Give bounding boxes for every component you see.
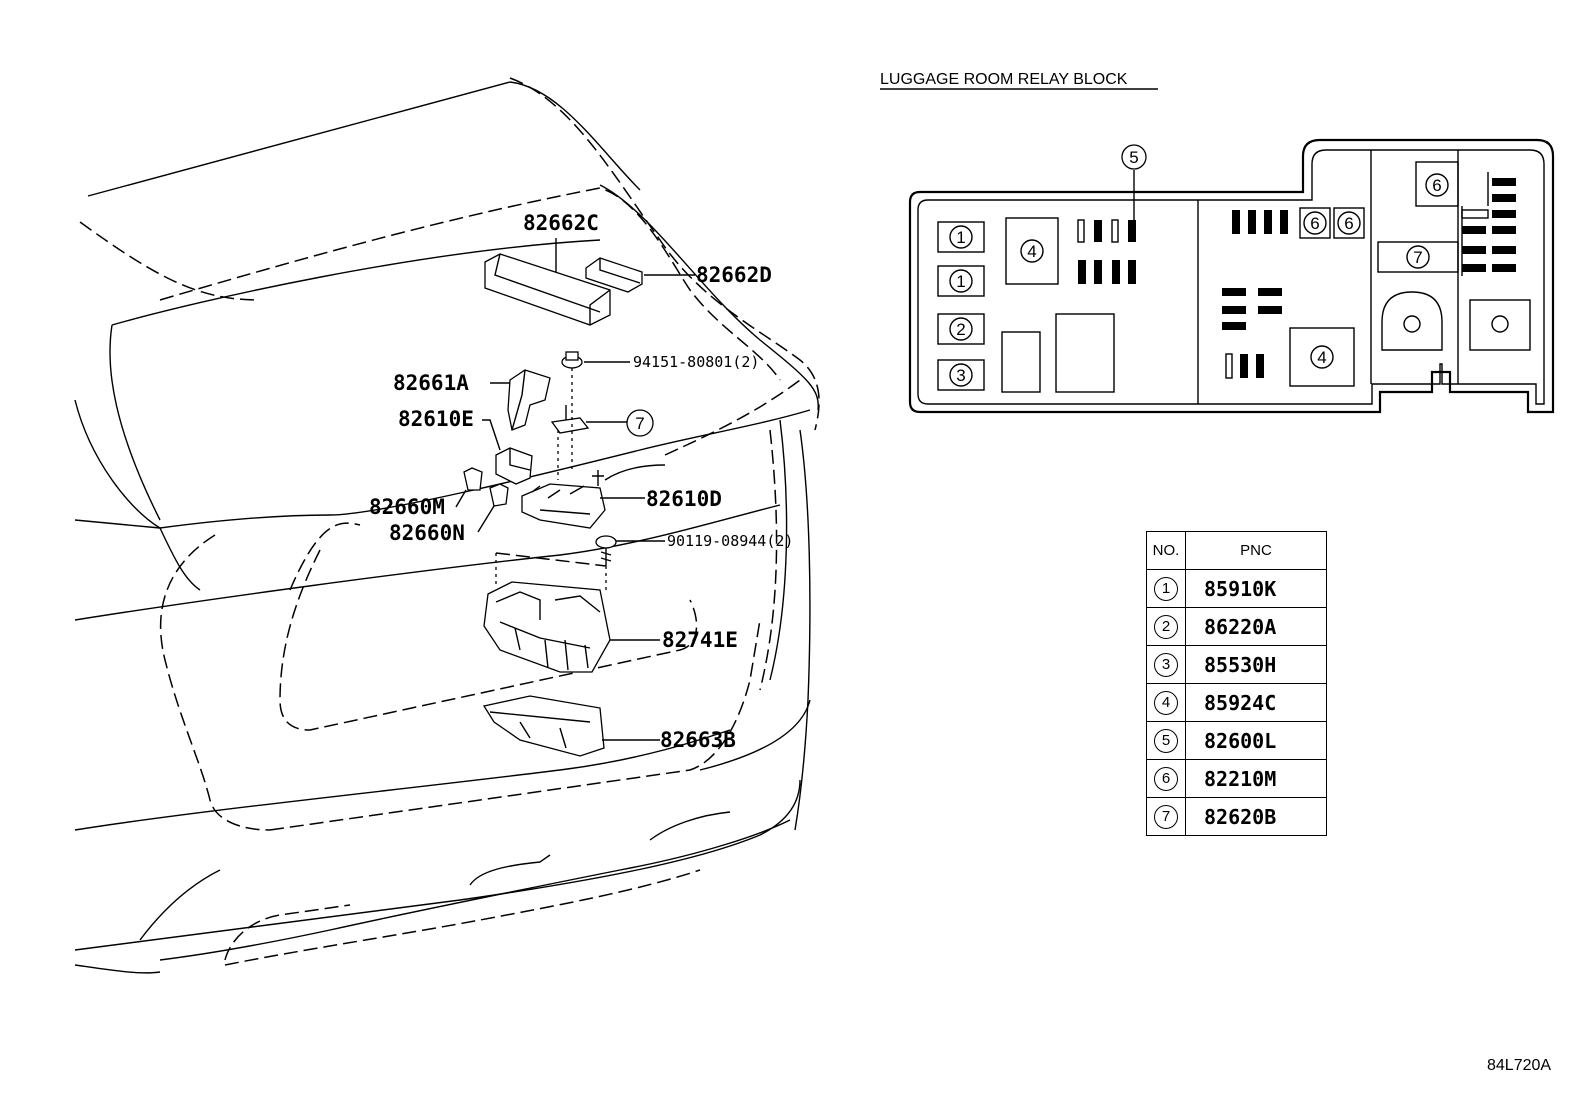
callout-labels: 82662C 82662D 94151-80801(2) 82661A 8261… [369,211,793,752]
stud-part-7 [550,405,590,434]
ref-circle-7 [626,409,654,437]
row-pnc: 82620B [1185,797,1327,836]
label-6c: 6 [1432,176,1441,195]
table-header-row: NO. PNC [1146,531,1327,570]
row-number: 7 [1154,804,1178,829]
label-7: 7 [1413,248,1422,267]
row-pnc: 82210M [1185,759,1327,798]
row-number: 6 [1154,766,1178,791]
relay-block-case-82741E [483,581,611,673]
connector-82610E [495,447,533,485]
row-pnc: 86220A [1185,607,1327,646]
row-pnc: 85924C [1185,683,1327,722]
table-row: 3 85530H [1146,645,1327,684]
assembly-axes [495,368,607,590]
relay-block-82610D [521,470,606,529]
callout-90119: 90119-08944(2) [667,532,793,550]
lower-case-82663B [482,695,605,757]
label-6a: 6 [1310,214,1319,233]
label-2: 2 [956,320,965,339]
relay-block-cover-82662C [484,253,611,326]
cover-82662D [585,257,643,293]
callout-82610D: 82610D [646,487,722,511]
header-pnc: PNC [1185,531,1327,570]
label-4a: 4 [1027,242,1036,261]
callout-82741E: 82741E [662,628,738,652]
callout-82660M: 82660M [369,495,445,519]
label-1b: 1 [956,272,965,291]
label-1a: 1 [956,228,965,247]
label-5: 5 [1129,148,1138,167]
bracket-82661A [507,369,551,431]
header-no: NO. [1146,531,1186,570]
relay-block-layout: LUGGAGE ROOM RELAY BLOCK 1 1 2 3 4 5 [880,71,1555,414]
callout-82610E: 82610E [398,407,474,431]
clip-82660M [463,467,483,491]
callout-82662C: 82662C [523,211,599,235]
callout-82661A: 82661A [393,371,469,395]
table-row: 7 82620B [1146,797,1327,836]
clip-82660N [489,483,509,507]
row-number: 4 [1154,690,1178,715]
table-row: 5 82600L [1146,721,1327,760]
row-number: 1 [1154,576,1178,601]
vehicle-outline [74,77,820,974]
label-6b: 6 [1344,214,1353,233]
callout-82663B: 82663B [660,728,736,752]
row-pnc: 85530H [1185,645,1327,684]
table-row: 1 85910K [1146,569,1327,608]
row-number: 3 [1154,652,1178,677]
nut-94151 [561,351,583,369]
row-number: 5 [1154,728,1178,753]
label-4b: 4 [1317,348,1326,367]
figure-code: 84L720A [1487,1057,1552,1074]
table-row: 6 82210M [1146,759,1327,798]
callout-82660N: 82660N [389,521,465,545]
callout-82662D: 82662D [696,263,772,287]
row-pnc: 85910K [1185,569,1327,608]
ref-number-7: 7 [635,414,644,433]
label-3: 3 [956,366,965,385]
row-pnc: 82600L [1185,721,1327,760]
pnc-table: NO. PNC 1 85910K 2 86220A 3 85530H 4 859… [1146,531,1327,836]
callout-94151: 94151-80801(2) [633,353,759,371]
leader-lines [455,238,695,741]
relay-block-title: LUGGAGE ROOM RELAY BLOCK [880,71,1128,88]
row-number: 2 [1154,614,1178,639]
table-row: 2 86220A [1146,607,1327,646]
table-row: 4 85924C [1146,683,1327,722]
bolt-90119 [595,535,617,566]
